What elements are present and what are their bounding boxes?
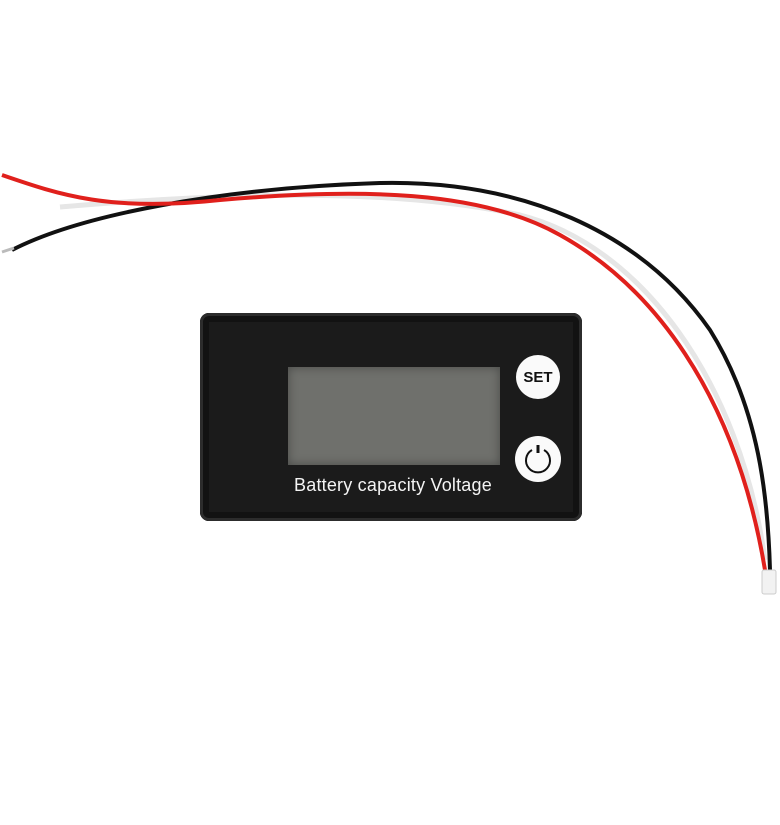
lcd-screen bbox=[288, 367, 500, 465]
battery-monitor: SET Battery capacity Voltage bbox=[200, 313, 582, 521]
wire-connector bbox=[761, 569, 777, 595]
power-button[interactable] bbox=[515, 436, 561, 482]
set-button[interactable]: SET bbox=[516, 355, 560, 399]
wire-tip bbox=[1, 246, 15, 254]
black-wire bbox=[11, 180, 772, 571]
red-wire bbox=[1, 173, 767, 571]
power-icon bbox=[525, 445, 551, 474]
device-label: Battery capacity Voltage bbox=[294, 475, 492, 495]
